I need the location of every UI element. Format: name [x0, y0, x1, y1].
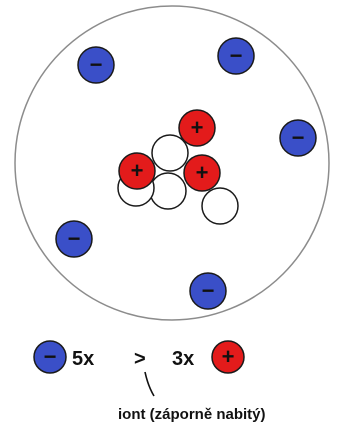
plus-icon: + [222, 344, 235, 369]
electron-circle [279, 119, 317, 157]
minus-icon: − [292, 125, 305, 150]
minus-icon: − [44, 344, 57, 369]
proton: + [178, 109, 216, 147]
neutron [149, 172, 187, 210]
electron-circle [217, 37, 255, 75]
legend-electron: − [33, 340, 67, 374]
electron-circle [189, 272, 227, 310]
plus-icon: + [131, 158, 144, 183]
minus-icon: − [68, 226, 81, 251]
electron: − [279, 119, 317, 157]
proton-circle [178, 109, 216, 147]
electron-circle [77, 46, 115, 84]
proton-circle [118, 152, 156, 190]
nucleus: + + + [117, 109, 239, 225]
minus-icon: − [230, 43, 243, 68]
minus-icon: − [202, 278, 215, 303]
neutron [201, 187, 239, 225]
neutron [151, 134, 189, 172]
ion-caption: iont (záporně nabitý) [118, 406, 266, 423]
electron: − [55, 220, 93, 258]
proton: + [183, 154, 221, 192]
proton-count-label: 3x [172, 348, 194, 370]
caption-pointer [144, 371, 155, 397]
electron: − [189, 272, 227, 310]
plus-icon: + [191, 115, 204, 140]
charge-comparison: − 5x > 3x + [33, 340, 245, 374]
comparison-symbol: > [134, 348, 146, 370]
electron: − [217, 37, 255, 75]
proton-circle [183, 154, 221, 192]
proton-circle [211, 340, 245, 374]
plus-icon: + [196, 160, 209, 185]
electron-circle [33, 340, 67, 374]
electron-count-label: 5x [72, 348, 94, 370]
electron: − [77, 46, 115, 84]
minus-icon: − [90, 52, 103, 77]
legend-proton: + [211, 340, 245, 374]
electron-circle [55, 220, 93, 258]
proton: + [118, 152, 156, 190]
